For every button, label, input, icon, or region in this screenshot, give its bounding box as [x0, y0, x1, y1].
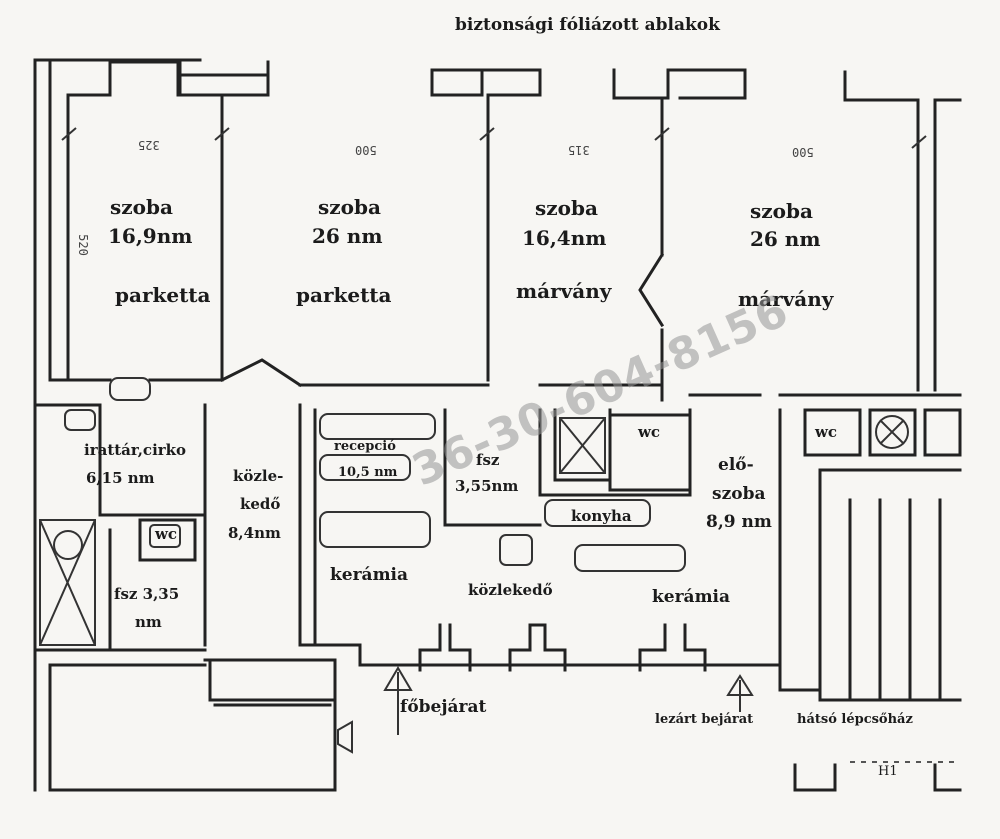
floor-ceramic-2: kerámia	[652, 587, 731, 607]
dimension-label: 520	[75, 234, 90, 256]
room-3-floor: márvány	[516, 279, 612, 303]
reception-area: 10,5 nm	[338, 465, 398, 480]
room-2-name: szoba	[318, 195, 381, 219]
dimension-label: 325	[138, 138, 160, 152]
floor-ceramic-1: kerámia	[330, 565, 409, 585]
wc-label: wc	[638, 423, 661, 441]
corridor-2-name: közlekedő	[468, 581, 553, 599]
room-4-floor: márvány	[738, 287, 834, 311]
wc-label: wc	[815, 423, 838, 441]
room-3-name: szoba	[535, 196, 598, 220]
hall-area: 8,9 nm	[706, 512, 772, 532]
room-1-floor: parketta	[115, 283, 211, 307]
fsz-2-area: nm	[135, 613, 162, 631]
dimension-label: 315	[568, 143, 590, 157]
fsz-1-name: fsz	[476, 451, 500, 469]
plan-title: biztonsági fóliázott ablakok	[455, 15, 720, 35]
corridor-1-area: 8,4nm	[228, 524, 281, 542]
back-stair-label: hátsó lépcsőház	[797, 712, 913, 727]
wc-label: wc	[155, 525, 178, 543]
mark-h1: H1	[878, 764, 898, 779]
fsz-2-name: fsz 3,35	[114, 585, 180, 603]
room-2-floor: parketta	[296, 283, 392, 307]
hall-name-b: szoba	[712, 484, 766, 504]
room-2-area: 26 nm	[312, 224, 383, 248]
main-entrance-label: főbejárat	[400, 697, 487, 717]
room-1-area: 16,9nm	[108, 224, 193, 248]
kitchen-label: konyha	[571, 507, 632, 525]
room-3-area: 16,4nm	[522, 226, 607, 250]
irattar-area: 6,15 nm	[86, 469, 155, 487]
closed-entrance-label: lezárt bejárat	[655, 712, 754, 727]
dimension-label: 500	[355, 143, 377, 157]
dimension-label: 500	[792, 145, 814, 159]
irattar-name: irattár,cirko	[84, 441, 187, 459]
fsz-1-area: 3,55nm	[455, 477, 519, 495]
corridor-1-name-a: közle-	[233, 467, 284, 485]
reception-name: recepció	[334, 439, 396, 454]
hall-name-a: elő-	[718, 455, 754, 475]
room-4-name: szoba	[750, 199, 813, 223]
corridor-1-name-b: kedő	[240, 495, 281, 513]
room-1-name: szoba	[110, 195, 173, 219]
room-4-area: 26 nm	[750, 227, 821, 251]
